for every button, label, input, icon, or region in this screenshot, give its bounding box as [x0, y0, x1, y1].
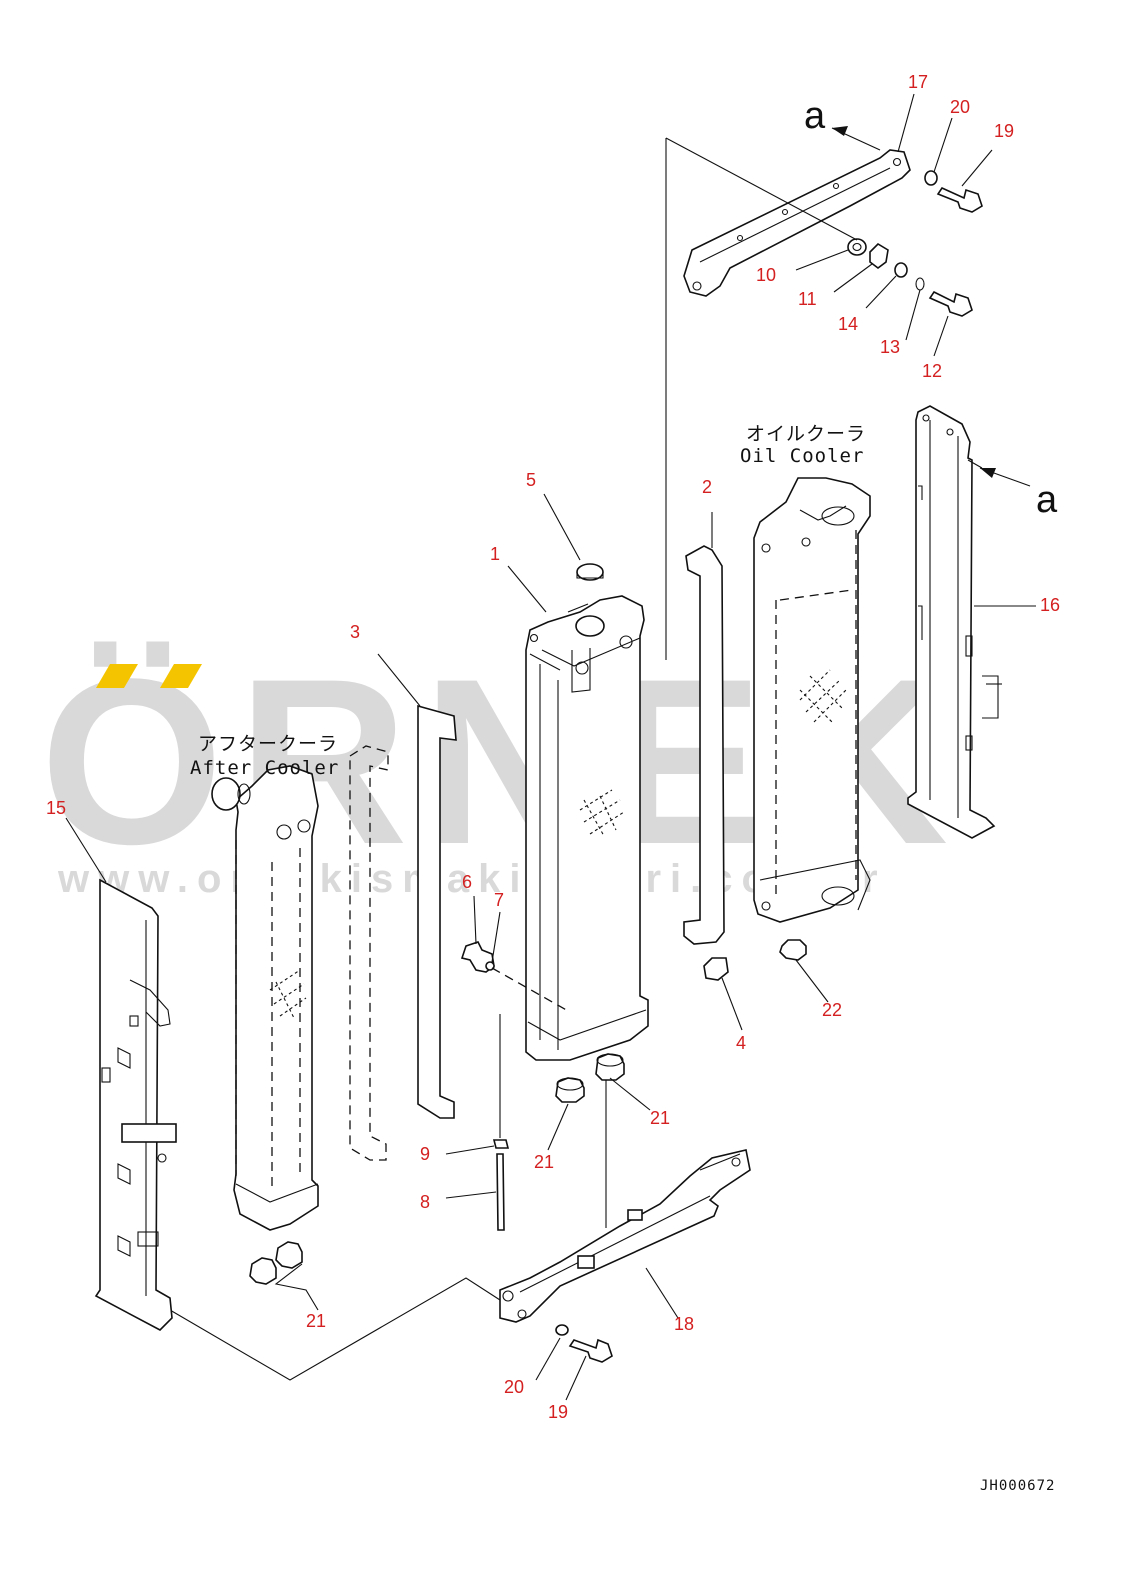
view-mark-upper: a — [804, 95, 826, 137]
part-label: 14 — [838, 314, 858, 334]
watermark-url: www.ornekismakinalari.com.tr — [57, 857, 887, 901]
part-label: 5 — [526, 470, 536, 490]
upper-bracket — [683, 149, 911, 297]
part-label: 19 — [994, 121, 1014, 141]
after-cooler-seal — [349, 745, 389, 1161]
part-label: 20 — [504, 1377, 524, 1397]
part-numbers: 1 2 3 4 5 6 7 8 9 10 11 12 13 14 15 16 1… — [46, 72, 1060, 1422]
part-label: 13 — [880, 337, 900, 357]
oil-cooler-caption-en: Oil Cooler — [740, 445, 864, 467]
part-label: 22 — [822, 1000, 842, 1020]
seal-left — [417, 704, 457, 1119]
radiator-cap — [576, 563, 604, 581]
watermark-accent-left — [96, 664, 138, 688]
drain-tube — [492, 1139, 510, 1231]
part-label: 19 — [548, 1402, 568, 1422]
part-label: 18 — [674, 1314, 694, 1334]
part-label: 4 — [736, 1033, 746, 1053]
cushion-22 — [779, 939, 807, 961]
cap-leader — [567, 603, 589, 613]
mount-21c — [249, 1241, 303, 1285]
part-label: 8 — [420, 1192, 430, 1212]
right-frame — [907, 405, 1002, 839]
oil-cooler-caption-jp: オイルクーラ — [746, 423, 866, 445]
part-label: 11 — [798, 289, 817, 309]
drain-valve — [460, 941, 495, 973]
part-label: 21 — [650, 1108, 670, 1128]
seal-right — [683, 545, 725, 945]
arrow-head-upper — [832, 126, 848, 136]
lower-bolt-19 — [568, 1338, 613, 1363]
lower-link-line — [169, 1277, 501, 1381]
part-label: 15 — [46, 798, 66, 818]
lower-washer-20 — [555, 1324, 569, 1336]
left-frame — [94, 878, 177, 1331]
block-4 — [703, 957, 729, 981]
upper-hardware — [665, 137, 983, 660]
after-cooler-caption-jp: アフタークーラ — [198, 733, 338, 755]
after-cooler-caption-en: After Cooler — [190, 757, 339, 779]
part-label: 17 — [908, 72, 928, 92]
part-label: 21 — [306, 1311, 326, 1331]
part-label: 1 — [490, 544, 500, 564]
arrow-head-lower — [980, 468, 996, 478]
watermark-accent-right — [160, 664, 202, 688]
part-label: 9 — [420, 1144, 430, 1164]
leader-lines — [65, 93, 1036, 1401]
part-label: 12 — [922, 361, 942, 381]
part-label: 21 — [534, 1152, 554, 1172]
mount-21a — [555, 1077, 585, 1103]
lower-bracket — [499, 1149, 751, 1323]
after-cooler — [211, 765, 319, 1231]
part-label: 6 — [462, 872, 472, 892]
part-label: 2 — [702, 477, 712, 497]
view-mark-lower: a — [1036, 479, 1058, 521]
part-label: 10 — [756, 265, 776, 285]
part-label: 7 — [494, 890, 504, 910]
part-label: 3 — [350, 622, 360, 642]
mount-21b — [595, 1053, 625, 1081]
oil-cooler — [753, 477, 871, 923]
radiator — [525, 595, 649, 1061]
part-label: 20 — [950, 97, 970, 117]
drawing-code: JH000672 — [980, 1478, 1055, 1494]
part-label: 16 — [1040, 595, 1060, 615]
